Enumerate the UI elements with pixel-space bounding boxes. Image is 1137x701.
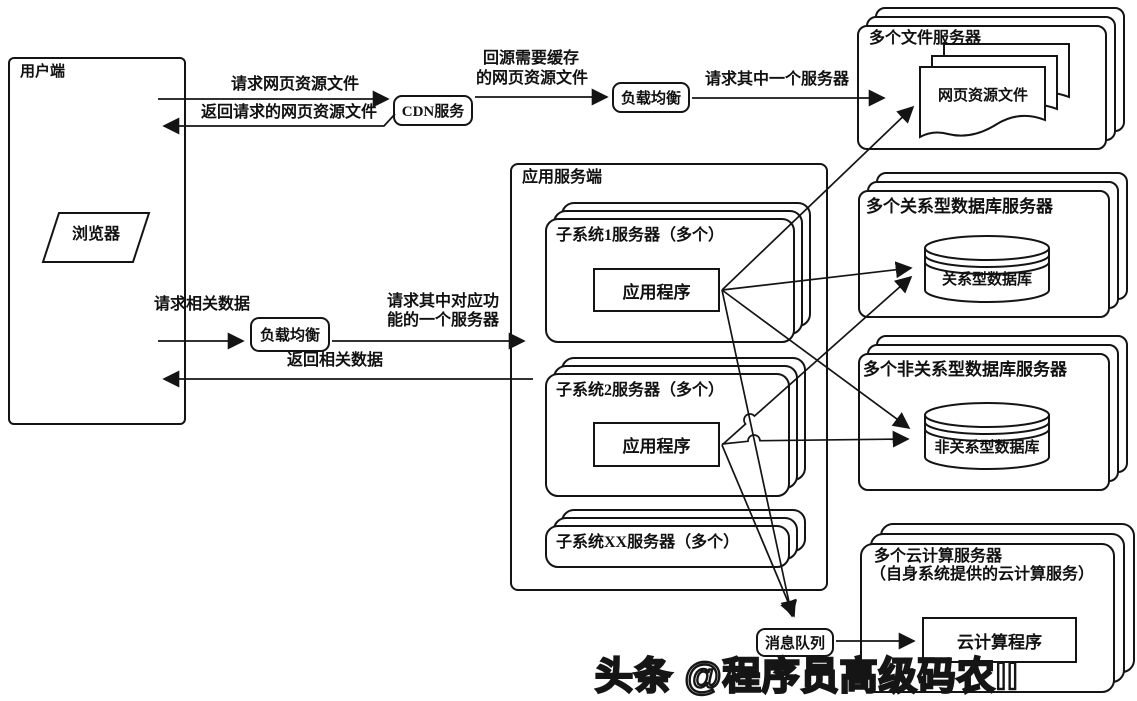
browser-parallelogram — [41, 212, 151, 263]
cloud-app-box: 云计算程序 — [922, 617, 1077, 663]
nonrelational-db-label: 非关系型数据库 — [934, 440, 1040, 456]
cloud-servers-title: 多个云计算服务器 — [874, 548, 1003, 565]
arrow-app1-to-relational — [721, 261, 913, 291]
edge-request-data-label: 请求相关数据 — [153, 296, 250, 313]
cdn-service-node: CDN服务 — [393, 95, 473, 126]
cloud-app-label: 云计算程序 — [957, 632, 1042, 652]
subsystemXX-panel — [545, 525, 790, 568]
subsystemXX-title: 子系统XX服务器（多个） — [556, 534, 740, 551]
app-server-panel-title: 应用服务端 — [522, 169, 603, 186]
web-files-document — [919, 66, 1046, 139]
user-panel-title: 用户端 — [20, 64, 66, 80]
file-servers-title: 多个文件服务器 — [869, 30, 982, 47]
subsystem2-title: 子系统2服务器（多个） — [556, 382, 725, 399]
nonrelational-db-title: 多个非关系型数据库服务器 — [863, 360, 1067, 379]
cdn-service-label: CDN服务 — [401, 104, 465, 120]
arrow-app1-to-nonrelational — [721, 289, 911, 430]
nonrelational-db-cylinder — [924, 402, 1050, 470]
watermark-text: 头条 @程序员高级码农II — [594, 655, 1019, 699]
message-queue-node: 消息队列 — [756, 628, 834, 657]
relational-db-label: 关系型数据库 — [941, 272, 1032, 288]
relational-db-cylinder — [924, 235, 1050, 303]
arrow-app2-to-mq — [721, 444, 796, 618]
message-queue-label: 消息队列 — [764, 636, 825, 652]
subsystem2-app-box: 应用程序 — [593, 422, 720, 467]
subsystem1-title: 子系统1服务器（多个） — [556, 227, 725, 244]
web-files-document-stack — [919, 43, 1070, 139]
arrow-app1-to-files — [721, 105, 915, 291]
load-balancer-mid-label: 负载均衡 — [259, 328, 320, 344]
arrow-return-web — [162, 113, 396, 135]
load-balancer-top: 负载均衡 — [612, 82, 690, 113]
cloud-servers-subtitle: （自身系统提供的云计算服务） — [870, 566, 1095, 583]
arrow-app2-to-nonrelational — [721, 430, 910, 448]
edge-request-func-label-2: 能的一个服务器 — [386, 312, 499, 329]
edge-return-web-label: 返回请求的网页资源文件 — [200, 104, 377, 121]
arrow-app1-to-mq — [721, 289, 798, 618]
arrow-lines — [158, 88, 916, 650]
edge-origin-pull-label-2: 的网页资源文件 — [475, 70, 588, 87]
edge-return-data-label: 返回相关数据 — [286, 352, 383, 369]
relational-db-title: 多个关系型数据库服务器 — [866, 197, 1053, 216]
edge-request-web-label: 请求网页资源文件 — [230, 76, 359, 93]
web-files-doc-label: 网页资源文件 — [937, 88, 1028, 104]
arrow-app2-to-relational — [721, 275, 913, 446]
load-balancer-top-label: 负载均衡 — [620, 91, 681, 107]
subsystem2-app-label: 应用程序 — [622, 437, 691, 456]
edge-origin-pull-label-1: 回源需要缓存 — [482, 50, 579, 67]
edge-request-one-server-label: 请求其中一个服务器 — [704, 71, 849, 88]
load-balancer-mid: 负载均衡 — [250, 317, 330, 352]
browser-label: 浏览器 — [71, 226, 120, 243]
subsystem1-app-label: 应用程序 — [622, 282, 691, 302]
subsystem1-app-box: 应用程序 — [593, 268, 720, 312]
edge-request-func-label-1: 请求其中对应功 — [386, 293, 499, 310]
